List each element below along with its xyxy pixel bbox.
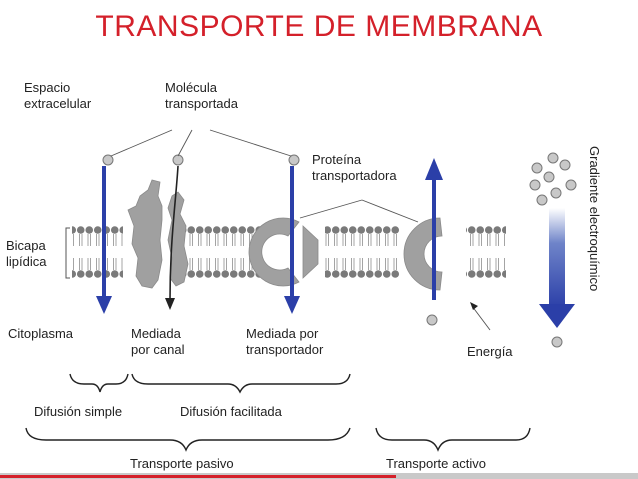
- leader-lines: [110, 129, 491, 331]
- label-simple-diffusion: Difusión simple: [34, 404, 123, 419]
- video-progress-fill: [0, 475, 396, 478]
- label-electrochemical-gradient: Gradiente electroquímico: [587, 146, 602, 292]
- label-channel-mediated: Mediada por canal: [131, 326, 185, 357]
- label-cytoplasm: Citoplasma: [8, 326, 74, 341]
- video-progress-bar[interactable]: [0, 473, 638, 479]
- energy-arrowhead: [470, 302, 478, 310]
- page-title: TRANSPORTE DE MEMBRANA: [95, 10, 543, 43]
- label-extracellular: Espacio extracelular: [24, 80, 92, 111]
- label-lipid-bilayer: Bicapa lipídica: [6, 238, 47, 269]
- gradient-arrow: [539, 208, 575, 328]
- molecules: [102, 152, 577, 348]
- channel-arrow: [165, 165, 179, 310]
- carrier-protein: [248, 217, 300, 287]
- label-carrier-protein: Proteína transportadora: [312, 152, 397, 183]
- active-transport-arrow: [425, 158, 443, 300]
- simple-diffusion-arrow: [96, 166, 112, 314]
- channel-protein: [127, 179, 189, 289]
- lipid-bilayer: [72, 226, 506, 278]
- carrier-arrow: [284, 166, 300, 314]
- label-passive-transport: Transporte pasivo: [130, 456, 234, 471]
- carrier-protein-right: [302, 225, 319, 279]
- label-carrier-mediated: Mediada por transportador: [246, 326, 324, 357]
- label-active-transport: Transporte activo: [386, 456, 486, 471]
- label-energy: Energía: [467, 344, 513, 359]
- pump-protein: [403, 217, 443, 291]
- braces: [25, 373, 531, 452]
- label-transported-molecule: Molécula transportada: [165, 80, 238, 111]
- label-facilitated-diffusion: Difusión facilitada: [180, 404, 282, 419]
- bilayer-bracket: [65, 227, 70, 279]
